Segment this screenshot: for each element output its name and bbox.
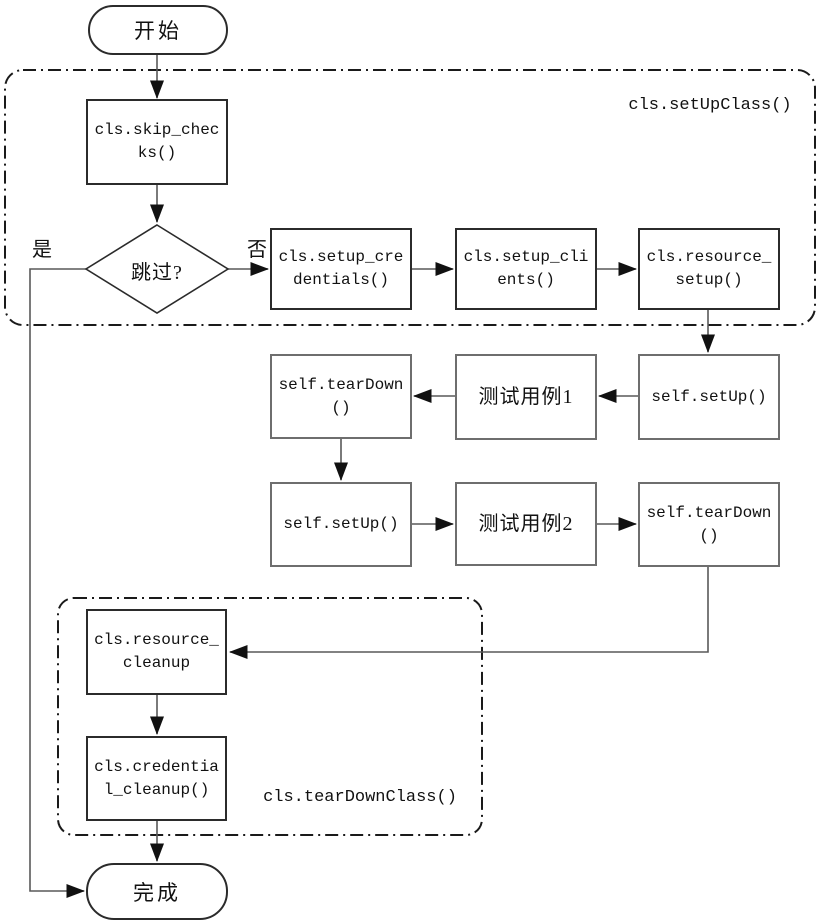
testcase-1-box: 测试用例1: [455, 354, 597, 440]
credential-cleanup-box: cls.credential_cleanup(): [86, 736, 227, 821]
resource-setup-box: cls.resource_setup(): [638, 228, 780, 310]
edge-teardown2-to-resourcecleanup: [229, 567, 709, 659]
setup-1-label: self.setUp(): [651, 387, 767, 406]
teardown-1-box: self.tearDown(): [270, 354, 412, 439]
setup-2-label: self.setUp(): [283, 515, 399, 534]
skip-checks-label: cls.skip_checks(): [94, 121, 220, 162]
skip-checks-box: cls.skip_checks(): [86, 99, 228, 185]
start-label: 开始: [134, 19, 182, 43]
setup-class-group-title: cls.setUpClass(): [628, 96, 792, 115]
testcase-2-box: 测试用例2: [455, 482, 597, 566]
teardown-1-label: self.tearDown(): [278, 375, 404, 417]
resource-cleanup-label: cls.resource_cleanup: [94, 631, 219, 672]
edge-decision-yes-to-end: [29, 268, 87, 898]
start-terminal: 开始: [88, 5, 228, 55]
testcase-1-label: 测试用例1: [478, 385, 574, 408]
teardown-class-group-border: [57, 597, 483, 836]
resource-setup-label: cls.resource_setup(): [646, 248, 772, 289]
setup-credentials-label: cls.setup_credentials(): [278, 248, 404, 289]
teardown-2-label: self.tearDown(): [646, 503, 772, 545]
setup-2-box: self.setUp(): [270, 482, 412, 567]
decision-diamond-shape: [84, 224, 230, 314]
testcase-2-label: 测试用例2: [478, 512, 574, 535]
setup-1-box: self.setUp(): [638, 354, 780, 440]
teardown-2-box: self.tearDown(): [638, 482, 780, 567]
end-terminal: 完成: [86, 863, 228, 920]
credential-cleanup-label: cls.credential_cleanup(): [94, 757, 219, 799]
setup-clients-box: cls.setup_clients(): [455, 228, 597, 310]
setup-clients-label: cls.setup_clients(): [463, 248, 589, 289]
setup-class-group-border: [4, 69, 816, 326]
decision-label: 跳过?: [131, 262, 183, 284]
branch-no-label: 否: [247, 239, 267, 261]
branch-yes-label: 是: [32, 239, 52, 261]
end-label: 完成: [133, 880, 181, 905]
setup-credentials-box: cls.setup_credentials(): [270, 228, 412, 310]
resource-cleanup-box: cls.resource_cleanup: [86, 609, 227, 695]
teardown-class-group-title: cls.tearDownClass(): [263, 788, 457, 807]
